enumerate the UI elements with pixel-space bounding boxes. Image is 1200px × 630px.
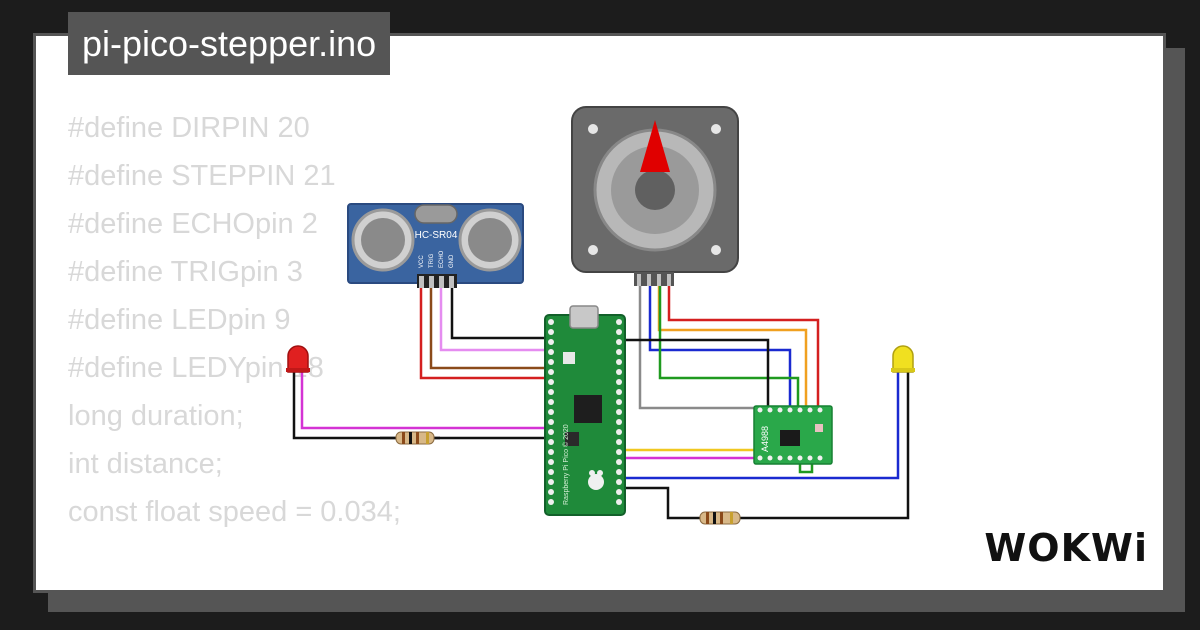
wire-motor-orange (657, 285, 808, 406)
wire-sensor-gnd (450, 287, 548, 340)
wire-motor-red (667, 285, 820, 406)
a4988-driver[interactable]: A4988 (753, 405, 833, 465)
code-preview: #define DIRPIN 20 #define STEPPIN 21 #de… (68, 104, 401, 536)
wire-red-led-anode (300, 372, 548, 430)
wire-driver-loop (798, 460, 814, 474)
project-title: pi-pico-stepper.ino (68, 12, 391, 75)
resistor-red-led[interactable] (395, 431, 435, 445)
code-line: long duration; (68, 400, 244, 432)
stepper-motor[interactable] (571, 106, 739, 286)
wire-yellow-led-cathode (740, 372, 910, 520)
wire-motor-gray (638, 285, 756, 410)
wire-yellow-resistor (622, 486, 700, 520)
sensor-pin-label: ECHO (439, 250, 445, 268)
raspberry-logo-icon (588, 470, 604, 490)
sensor-pin-label: TRIG (429, 253, 435, 268)
code-line: const float speed = 0.034; (68, 496, 401, 528)
code-line: #define TRIGpin 3 (68, 256, 303, 288)
pico-label: Raspberry Pi Pico © 2020 (562, 424, 570, 505)
wokwi-logo: WOKWi (984, 526, 1148, 570)
wire-motor-green (658, 285, 800, 406)
red-led[interactable] (286, 345, 310, 373)
motor-pointer-icon (640, 120, 670, 172)
wire-red-led-cathode (292, 372, 548, 440)
sensor-pin-label: GND (449, 254, 455, 268)
code-line: #define STEPPIN 21 (68, 160, 336, 192)
sensor-pin-label: VCC (419, 255, 425, 268)
wire-sensor-vcc (419, 287, 548, 380)
sensor-label: HC-SR04 (415, 230, 458, 241)
resistor-yellow-led[interactable] (699, 511, 741, 525)
code-line: int distance; (68, 448, 223, 480)
wire-pico-driver-gnd (622, 338, 770, 406)
driver-label: A4988 (760, 426, 770, 452)
code-line: #define LEDpin 9 (68, 304, 291, 336)
code-line: #define LEDYpin 18 (68, 352, 324, 384)
wires (292, 285, 910, 520)
wire-yellow-led-anode (622, 372, 900, 480)
yellow-led[interactable] (891, 345, 915, 373)
ultrasonic-sensor[interactable]: HC-SR04 VCC TRIG ECHO GND (347, 203, 524, 288)
wire-sensor-echo (439, 287, 548, 352)
raspberry-pi-pico[interactable]: Raspberry Pi Pico © 2020 (544, 305, 626, 516)
code-line: #define ECHOpin 2 (68, 208, 318, 240)
wire-sensor-trig (429, 287, 548, 370)
code-line: #define DIRPIN 20 (68, 112, 310, 144)
